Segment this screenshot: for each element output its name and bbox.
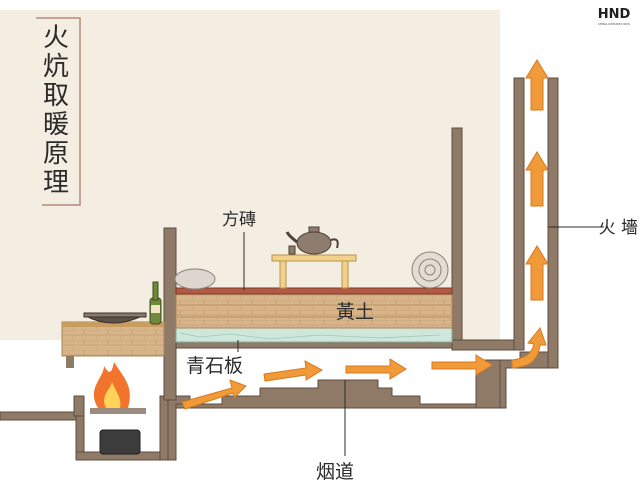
- brand-logo: HND: [598, 7, 631, 22]
- wine-bottle: [149, 281, 162, 325]
- hot-air-arrows: [181, 59, 549, 410]
- label-huang-tu: 黃土: [336, 301, 374, 323]
- brand-tagline: CHINA NATURE DOCS: [598, 22, 630, 26]
- leader-lines: [237, 226, 604, 456]
- title-text: 火炕取暖原理: [43, 23, 73, 198]
- label-huo-qiang: 火 墻: [599, 218, 638, 238]
- paper-background: [0, 10, 500, 340]
- label-yan-dao: 烟道: [316, 461, 354, 483]
- kang-base: [175, 341, 453, 349]
- label-fang-zhuan: 方磚: [222, 210, 256, 230]
- tea-cup: [288, 245, 296, 255]
- ash-bucket: [99, 429, 141, 455]
- title-box: 火炕取暖原理: [36, 17, 81, 206]
- rolled-quilt: [411, 251, 449, 289]
- clay-layer: [175, 293, 453, 329]
- label-qing-shi-ban: 青石板: [186, 355, 243, 377]
- teapot: [285, 226, 339, 255]
- low-table: [271, 254, 357, 289]
- kang-left-wall: [163, 227, 177, 401]
- square-brick-layer: [175, 287, 453, 295]
- fire-icon: [90, 362, 146, 414]
- stove-platform: [61, 321, 165, 368]
- pillow: [174, 268, 216, 290]
